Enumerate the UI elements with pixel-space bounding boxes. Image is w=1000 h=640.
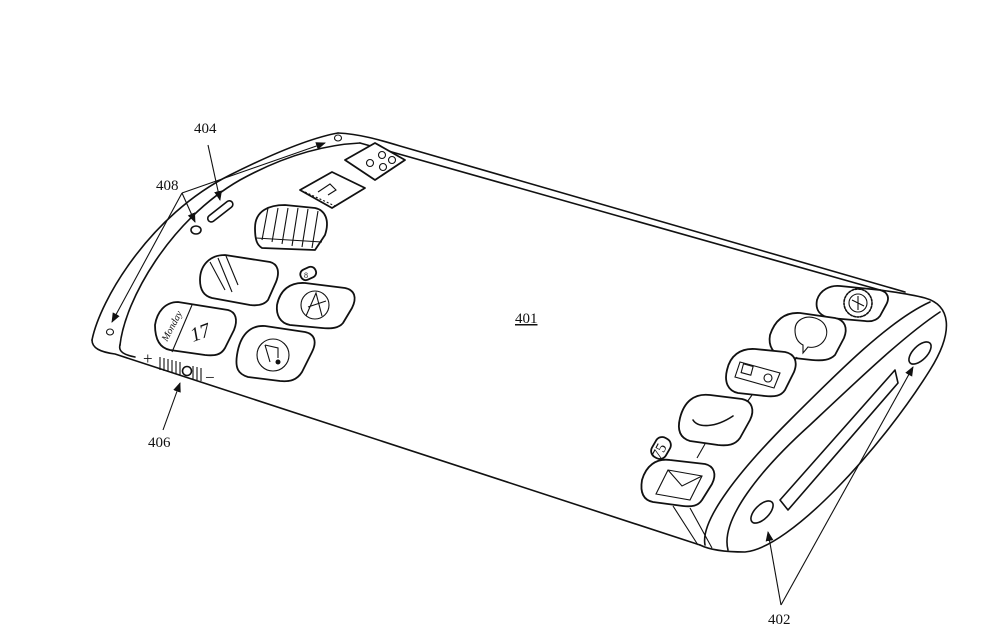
left-app-icons: Monday 17 8 [154, 142, 406, 383]
label-404: 404 [194, 121, 217, 137]
leader-408-bottom [111, 192, 183, 323]
leader-402-right [780, 366, 914, 606]
app-icon-calendar[interactable]: Monday 17 [154, 301, 237, 357]
app-icon-notes[interactable] [254, 204, 328, 251]
mail-corner-lines [672, 505, 713, 549]
reference-labels: 404 408 401 406 402 [148, 121, 791, 628]
app-icon-store[interactable]: 8 [275, 265, 356, 330]
leader-406 [162, 382, 181, 431]
leader-402-left [765, 531, 782, 606]
app-icon-mail[interactable]: 75 [640, 434, 716, 508]
connector-3 [696, 443, 706, 459]
app-icon-folder[interactable] [199, 254, 279, 307]
app-icon-camera[interactable] [725, 348, 797, 398]
app-icon-game[interactable] [344, 142, 406, 181]
app-icon-video[interactable] [299, 171, 366, 209]
right-edge-oval-bottom [750, 500, 774, 524]
bottom-left-corner [118, 344, 136, 358]
sensor-bottom [105, 328, 115, 336]
label-401: 401 [515, 311, 538, 327]
label-406: 406 [148, 435, 171, 451]
right-end-inner-2 [726, 311, 941, 551]
leader-404 [207, 144, 222, 201]
volume-slider-knob[interactable] [181, 365, 193, 377]
bottom-edge [91, 339, 701, 546]
mail-badge [650, 436, 672, 460]
app-store-badge [299, 265, 318, 282]
app-icon-settings[interactable] [815, 285, 889, 323]
mail-badge-count: 75 [649, 441, 670, 462]
left-edge-features [105, 134, 343, 336]
right-edge-slot [779, 369, 899, 511]
speaker-slot [206, 200, 234, 223]
top-edge [337, 132, 906, 293]
leader-408-mid [181, 192, 196, 223]
leader-408-top [181, 142, 326, 194]
label-408: 408 [156, 178, 179, 194]
right-end-inner-1 [703, 301, 931, 546]
app-icon-phone[interactable] [677, 393, 754, 447]
device-body [91, 132, 948, 553]
sensor-middle [190, 225, 202, 235]
sensor-top [333, 134, 343, 142]
right-app-icons: 75 [640, 285, 889, 508]
volume-plus: + [143, 349, 153, 368]
left-edge-outer [91, 132, 339, 341]
app-store-badge-count: 8 [304, 271, 308, 280]
app-icon-music[interactable] [235, 325, 316, 383]
label-402: 402 [768, 612, 791, 628]
volume-control[interactable]: + − [143, 349, 215, 387]
volume-ticks [159, 357, 202, 381]
leader-lines [111, 142, 914, 606]
top-edge-inner [359, 142, 881, 291]
right-edge-oval-top [908, 341, 932, 365]
right-end-outer [699, 289, 948, 553]
volume-minus: − [205, 368, 215, 387]
